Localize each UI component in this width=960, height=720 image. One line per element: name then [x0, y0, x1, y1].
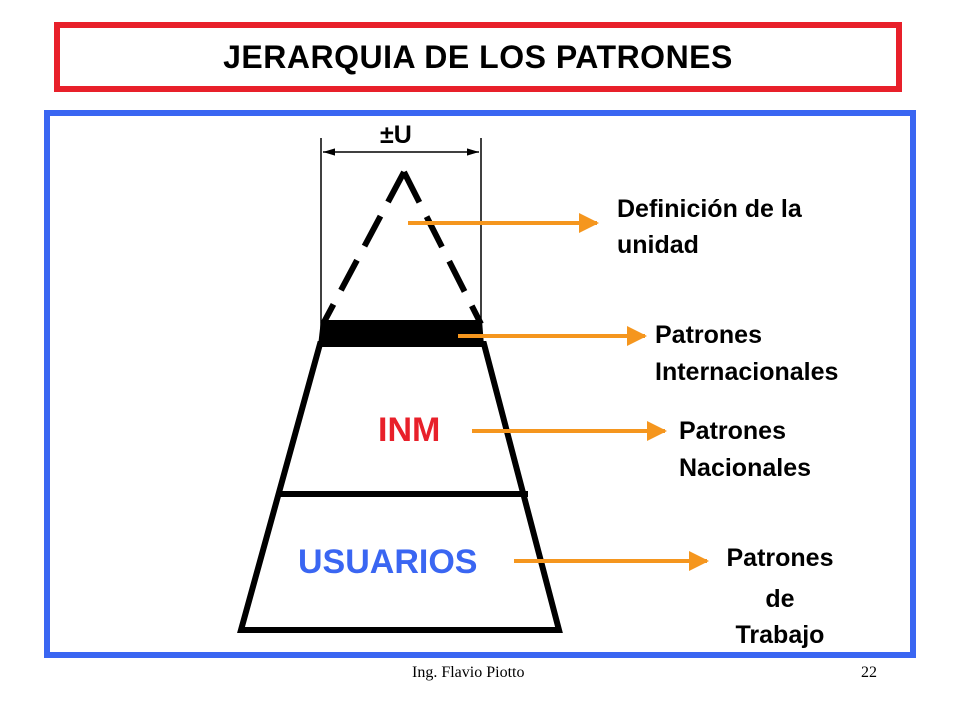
- inm-level-name: INM: [378, 411, 441, 449]
- level-label-line: Nacionales: [679, 454, 812, 482]
- level-label-line: Definición de la: [617, 195, 802, 223]
- level-label-line: Trabajo: [735, 621, 825, 649]
- level-label-line: de: [765, 585, 795, 613]
- level-label-line: unidad: [617, 231, 699, 259]
- level-label-line: Patrones: [655, 321, 762, 349]
- apex-right-dashed-edge: [401, 170, 484, 326]
- level-label-line: Internacionales: [655, 358, 839, 386]
- uncertainty-label: ±U: [380, 121, 412, 149]
- slide-title: JERARQUIA DE LOS PATRONES: [223, 38, 733, 75]
- footer-page-number: 22: [861, 664, 877, 681]
- international-band: [318, 320, 484, 346]
- title-box: JERARQUIA DE LOS PATRONES: [54, 22, 902, 92]
- apex-left-dashed-edge: [320, 170, 407, 326]
- level-label-line: Patrones: [726, 544, 834, 572]
- footer-author: Ing. Flavio Piotto: [412, 664, 525, 681]
- usuarios-level-name: USUARIOS: [298, 543, 478, 581]
- level-label-line: Patrones: [679, 417, 786, 445]
- pyramid-body: [237, 341, 563, 633]
- content-frame: [44, 110, 916, 658]
